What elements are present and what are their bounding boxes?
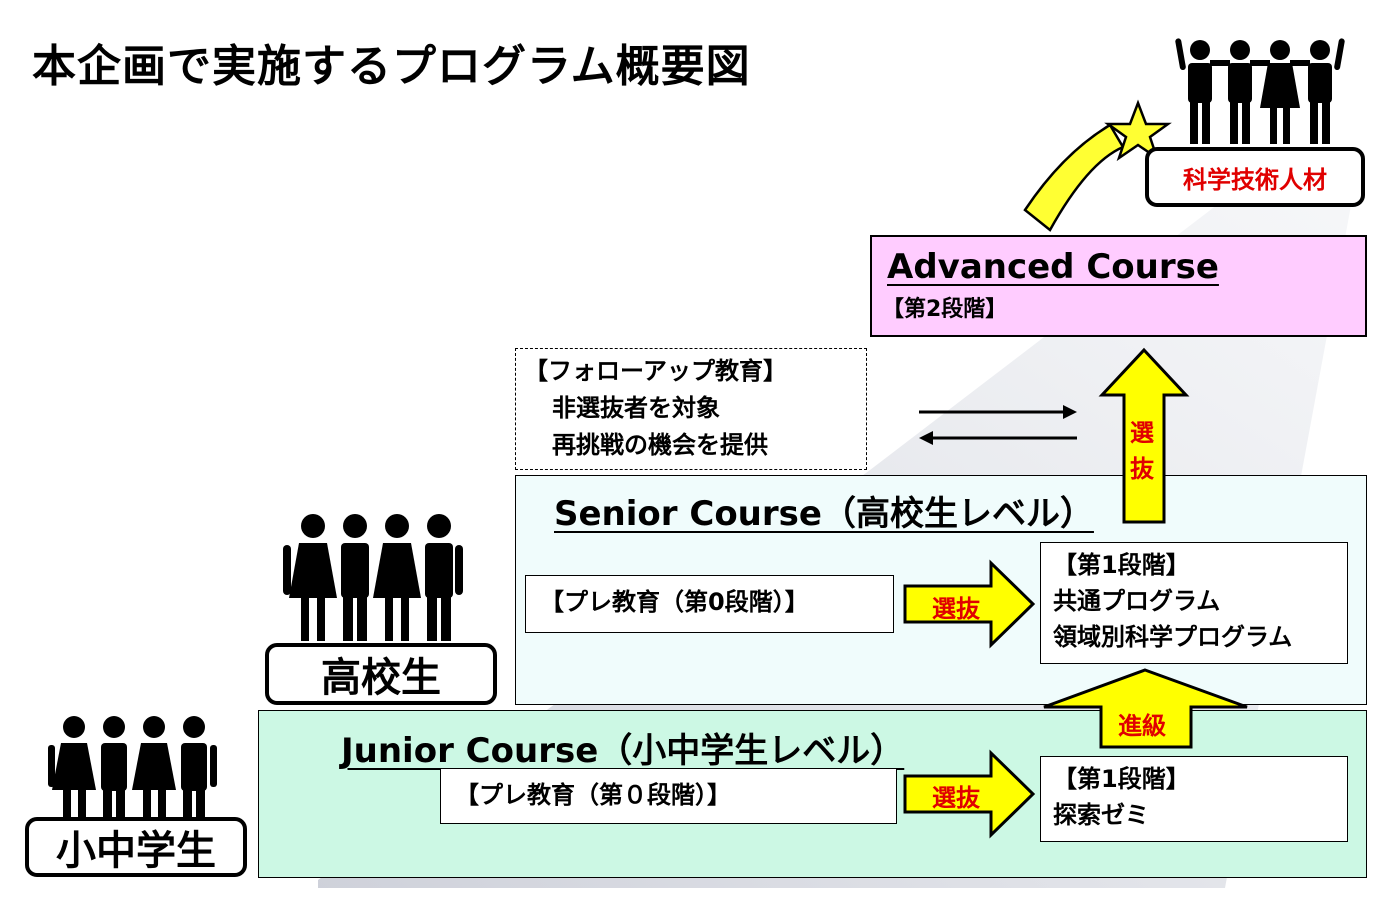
- advanced-select-char2: 抜: [1130, 455, 1154, 483]
- elementary-students-icon: [48, 716, 217, 819]
- senior-stage1-box: 【第1段階】 共通プログラム 領域別科学プログラム: [1040, 542, 1348, 664]
- senior-pre-education-text: 【プレ教育（第0段階）】: [540, 588, 809, 616]
- high-school-label-text: 高校生: [321, 655, 441, 701]
- advanced-stage-label: 【第2段階】: [882, 297, 1008, 322]
- goal-label: 科学技術人材: [1145, 147, 1365, 207]
- senior-select-label: 選抜: [932, 595, 980, 623]
- junior-pre-education-text: 【プレ教育（第０段階）】: [455, 781, 731, 809]
- promote-arrow-icon: [1043, 668, 1248, 749]
- promote-label: 進級: [1118, 712, 1166, 740]
- followup-heading: 【フォローアップ教育】: [524, 357, 788, 385]
- senior-pre-education-box: 【プレ教育（第0段階）】: [525, 575, 894, 633]
- senior-stage1-heading: 【第1段階】: [1053, 551, 1190, 579]
- advanced-select-arrow-icon: [1098, 347, 1190, 524]
- elementary-label: 小中学生: [25, 817, 247, 877]
- junior-select-arrow-icon: [903, 749, 1036, 839]
- advanced-course-box: Advanced Course 【第2段階】: [870, 235, 1367, 337]
- advanced-course-title: Advanced Course: [887, 247, 1219, 287]
- high-school-label: 高校生: [265, 643, 497, 705]
- followup-line2: 再挑戦の機会を提供: [552, 431, 768, 459]
- junior-stage1-line1: 探索ゼミ: [1053, 801, 1149, 829]
- junior-course-title: Junior Course（小中学生レベル）: [341, 731, 905, 771]
- senior-course-title: Senior Course（高校生レベル）: [554, 494, 1094, 534]
- junior-pre-education-box: 【プレ教育（第０段階）】: [440, 768, 897, 824]
- junior-stage1-box: 【第1段階】 探索ゼミ: [1040, 756, 1348, 842]
- senior-stage1-line2: 領域別科学プログラム: [1053, 623, 1293, 651]
- advanced-select-char1: 選: [1130, 419, 1154, 447]
- high-school-students-icon: [283, 514, 463, 641]
- followup-box: 【フォローアップ教育】 非選抜者を対象 再挑戦の機会を提供: [515, 348, 867, 470]
- people-celebrating-icon: [1175, 38, 1345, 144]
- shooting-star-icon: [1023, 99, 1172, 232]
- senior-stage1-line1: 共通プログラム: [1053, 587, 1221, 615]
- senior-select-arrow-icon: [903, 559, 1036, 649]
- goal-label-text: 科学技術人材: [1183, 165, 1327, 194]
- page-title: 本企画で実施するプログラム概要図: [32, 41, 751, 92]
- junior-select-label: 選抜: [932, 784, 980, 812]
- junior-stage1-heading: 【第1段階】: [1053, 765, 1190, 793]
- followup-line1: 非選抜者を対象: [552, 394, 720, 422]
- elementary-label-text: 小中学生: [56, 828, 216, 874]
- exchange-arrows-icon: [919, 405, 1077, 445]
